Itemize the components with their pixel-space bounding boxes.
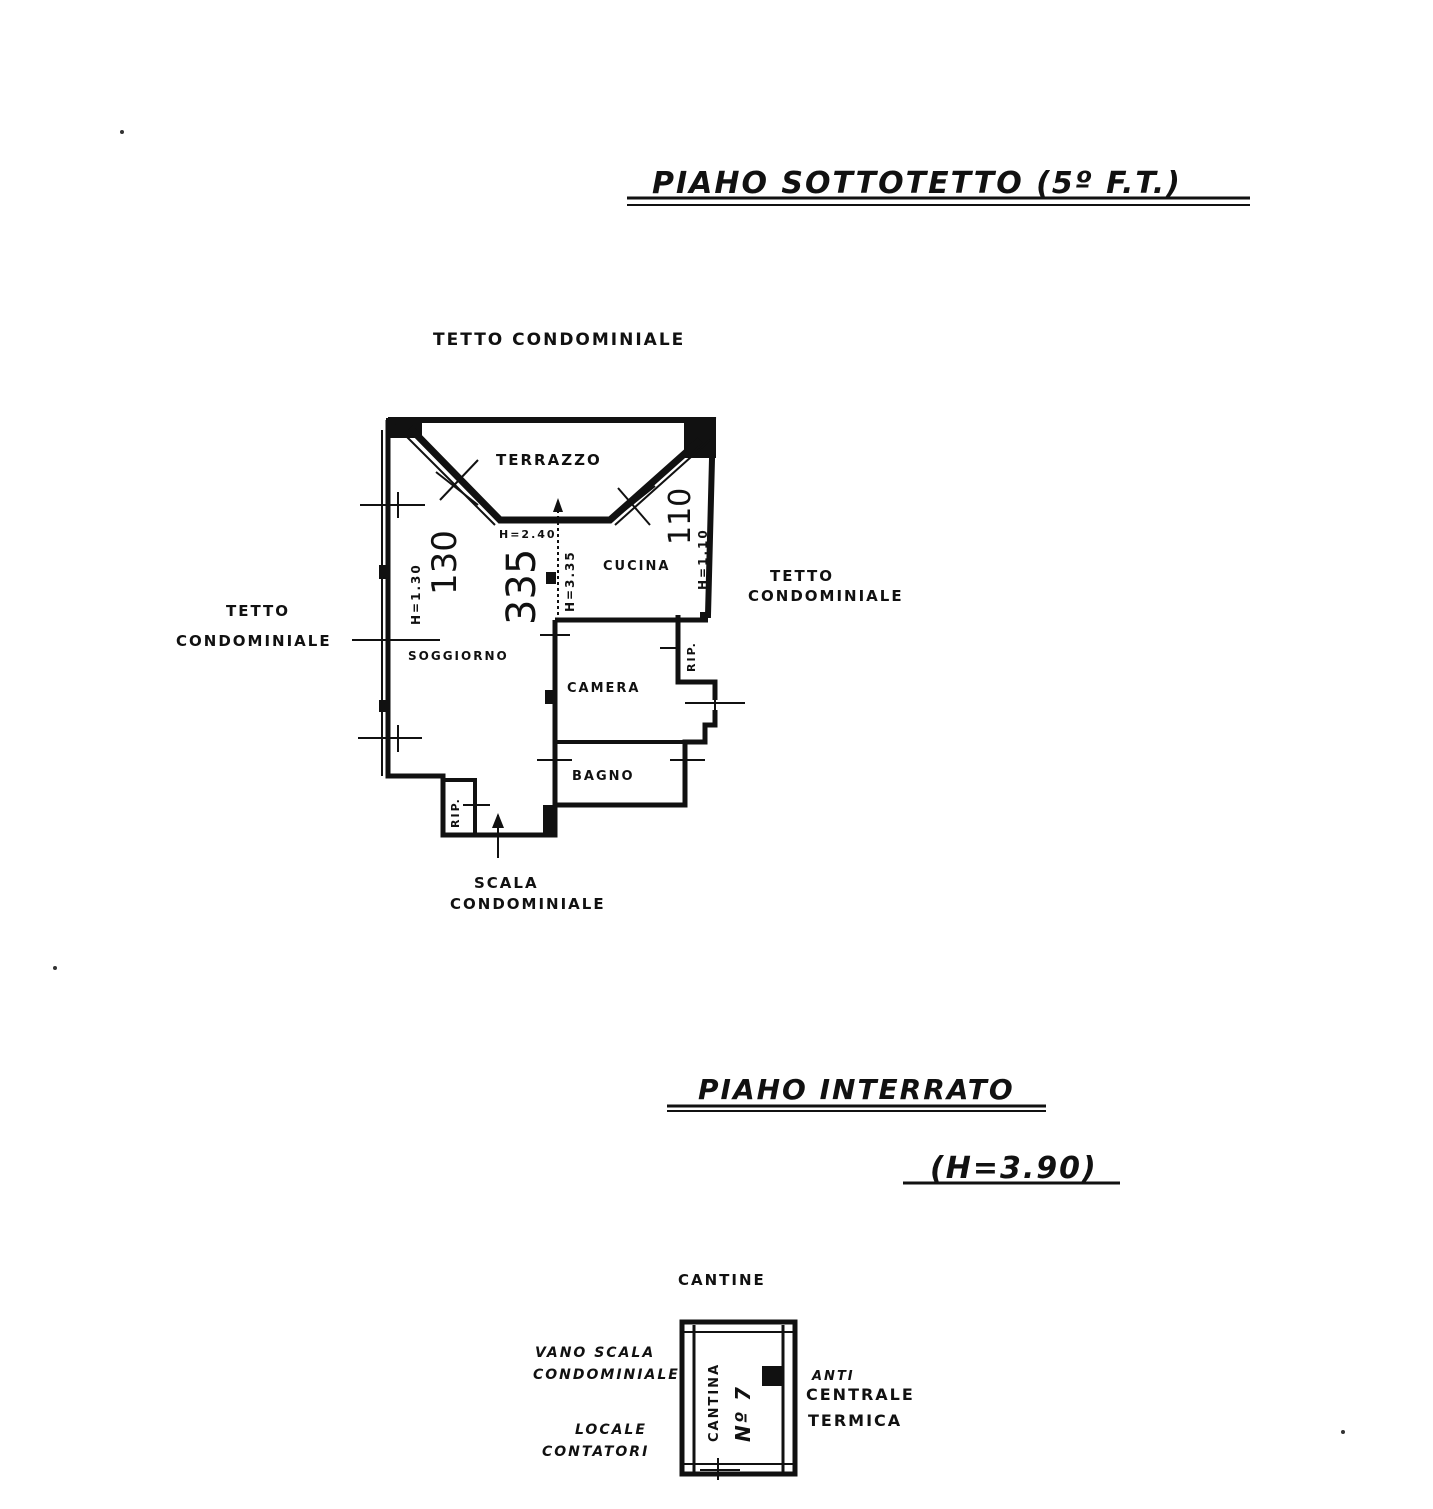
- cellar-number: Nº 7: [731, 1385, 755, 1442]
- storage-entrance-wall: [443, 778, 477, 835]
- basement-title: PIAHO INTERRATO: [698, 1073, 1015, 1106]
- room-storage-entrance: RIP.: [449, 797, 462, 828]
- roof-right-label-2: CONDOMINIALE: [748, 587, 904, 605]
- heating-label-3: TERMICA: [808, 1411, 902, 1430]
- meters-label-1: LOCALE: [575, 1422, 647, 1438]
- dimension-335: 335: [499, 549, 545, 625]
- room-bathroom: BAGNO: [572, 769, 635, 784]
- roof-right-label-1: TETTO: [770, 567, 834, 585]
- door-mark: [617, 487, 651, 526]
- outer-wall-top-right: [388, 417, 717, 618]
- outer-wall-main: [385, 420, 718, 838]
- window-mullion: [379, 700, 388, 712]
- room-terrace: TERRAZZO: [496, 451, 602, 469]
- cellar-label: CANTINA: [707, 1363, 722, 1442]
- roof-left-label-1: TETTO: [226, 602, 290, 620]
- door-mark: [435, 471, 479, 506]
- door-mark: [439, 459, 479, 501]
- stairwell-label-2: CONDOMINIALE: [533, 1367, 680, 1383]
- door-mark: [614, 485, 656, 519]
- speck: [120, 130, 124, 134]
- terrace-wall-inner: [394, 424, 496, 526]
- section-arrow-icon: [553, 498, 563, 512]
- stair-label-1: SCALA: [474, 874, 539, 892]
- dimension-110: 110: [663, 488, 698, 545]
- room-storage-kitchen: RIP.: [685, 641, 698, 672]
- basement-height: (H=3.90): [930, 1151, 1098, 1186]
- wall-pillar: [543, 805, 557, 835]
- section-marker: [546, 572, 556, 584]
- speck: [1341, 1430, 1345, 1434]
- room-bedroom: CAMERA: [567, 681, 641, 696]
- height-240: H=2.40: [499, 528, 557, 541]
- stair-label-2: CONDOMINIALE: [450, 895, 606, 913]
- wall-pillar: [545, 690, 555, 704]
- height-110: H=1.10: [696, 528, 710, 590]
- basement-plan: CANTINA Nº 7: [679, 1319, 798, 1480]
- room-kitchen: CUCINA: [603, 559, 670, 574]
- stairwell-label-1: VANO SCALA: [535, 1345, 655, 1361]
- window-mullion: [379, 565, 388, 579]
- height-335: H=3.35: [563, 550, 577, 612]
- cellars-label: CANTINE: [678, 1271, 766, 1289]
- roof-left-label-2: CONDOMINIALE: [176, 632, 332, 650]
- terrace-wall-inner: [614, 439, 711, 526]
- speck: [53, 966, 57, 970]
- entrance-arrow-icon: [492, 813, 504, 828]
- room-living: SOGGIORNO: [408, 649, 509, 663]
- terrace-wall: [407, 425, 703, 524]
- height-130: H=1.30: [409, 563, 423, 625]
- meters-label-2: CONTATORI: [542, 1444, 649, 1460]
- attic-title: PIAHO SOTTOTETTO (5º F.T.): [652, 166, 1182, 201]
- heating-label-1: ANTI: [811, 1369, 855, 1384]
- cellar-pillar: [762, 1366, 782, 1386]
- roof-top-label: TETTO CONDOMINIALE: [433, 330, 685, 350]
- heating-label-2: CENTRALE: [806, 1385, 915, 1404]
- attic-plan: TERRAZZO CUCINA SOGGIORNO CAMERA BAGNO R…: [352, 417, 745, 858]
- cellar-outer-wall: [679, 1319, 798, 1477]
- dimension-130: 130: [425, 530, 465, 595]
